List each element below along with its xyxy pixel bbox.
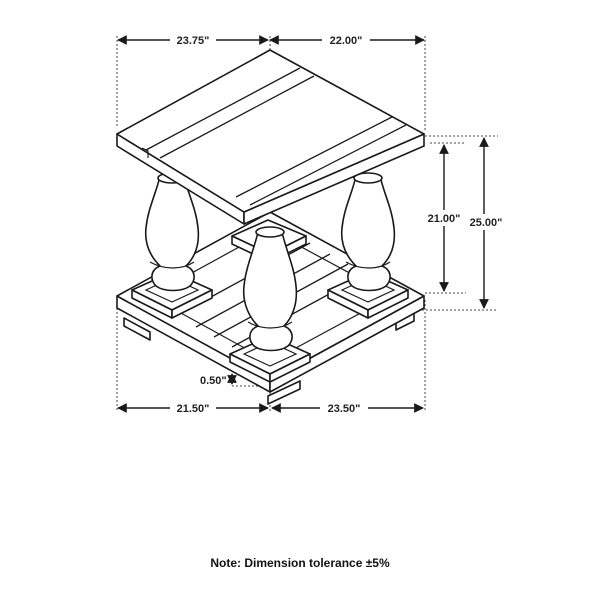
label-top-depth: 22.00" bbox=[330, 35, 363, 47]
dimension-tolerance-note: Note: Dimension tolerance ±5% bbox=[210, 556, 390, 570]
leg-right bbox=[327, 172, 409, 319]
label-base-width: 21.50" bbox=[177, 403, 210, 415]
table-top bbox=[116, 49, 425, 225]
label-inner-height: 21.00" bbox=[428, 213, 461, 225]
label-top-width: 23.75" bbox=[177, 35, 210, 47]
leg-front bbox=[229, 226, 311, 383]
label-total-height: 25.00" bbox=[470, 217, 503, 229]
label-foot-height: 0.50" bbox=[200, 375, 227, 387]
label-base-depth: 23.50" bbox=[328, 403, 361, 415]
